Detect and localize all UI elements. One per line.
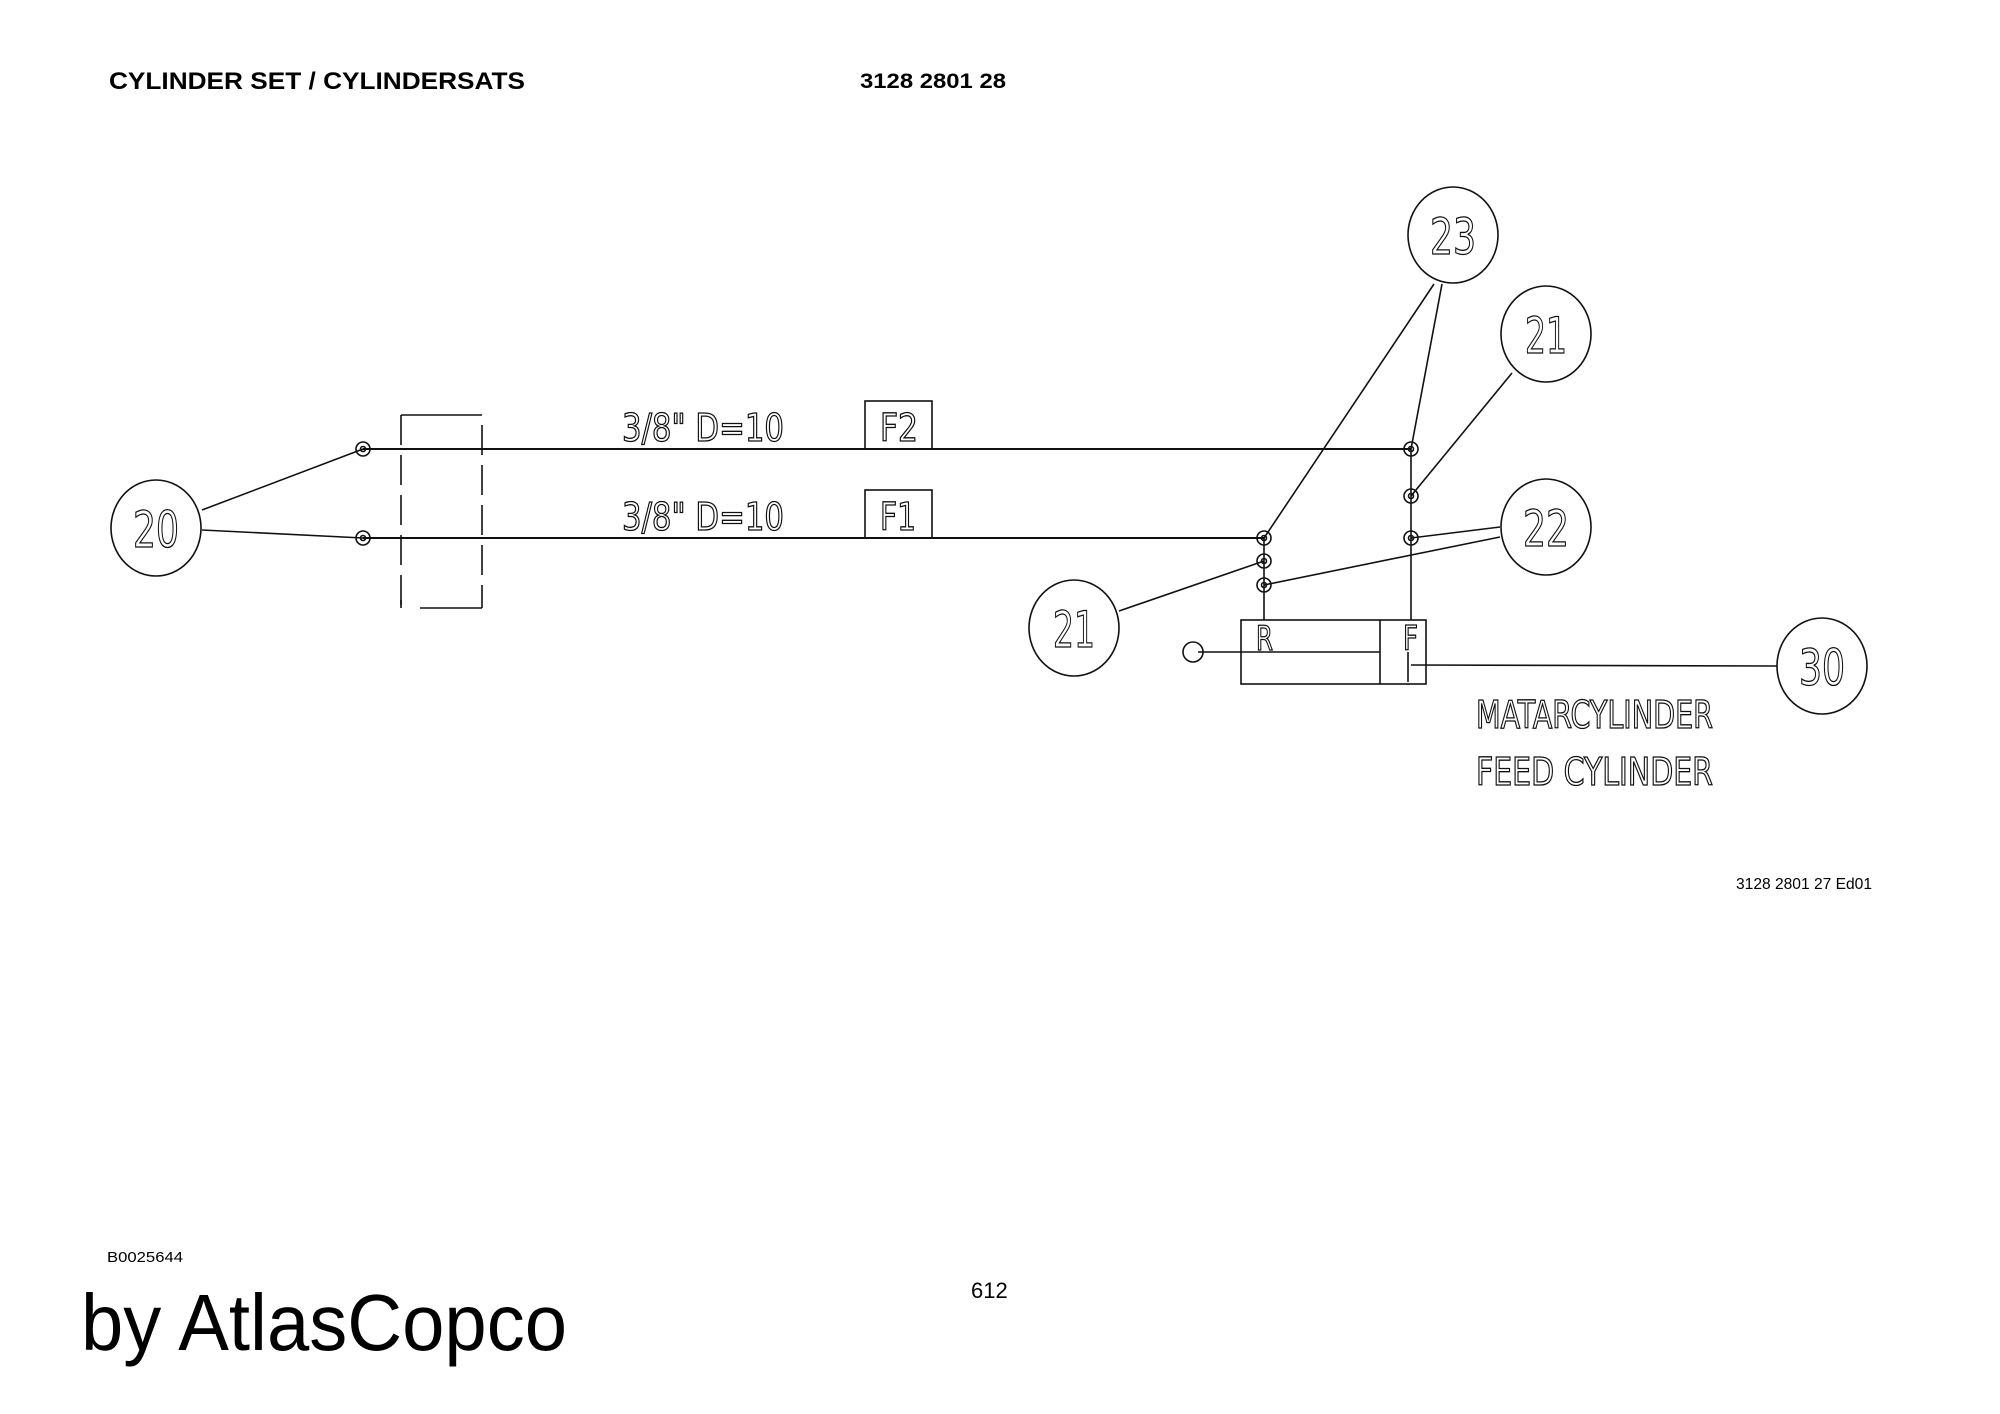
page-number: 612 [971,1278,1008,1303]
port-label-f1: F1 [880,495,916,539]
callout-21-left: 21 [1028,579,1120,677]
callout-number: 30 [1799,639,1845,697]
brand-text: by AtlasCopco [81,1278,567,1367]
part-number: 3128 2801 28 [860,70,1006,93]
document-id: B0025644 [107,1249,183,1266]
callout-number: 20 [133,501,179,559]
fittings [355,441,1419,593]
callout-number: 23 [1430,208,1476,266]
port-tag-f1: F1 [864,489,933,540]
port-label-r: R [1256,619,1273,659]
cylinder-name-en: FEED CYLINDER [1476,750,1713,794]
page-title: CYLINDER SET / CYLINDERSATS [109,68,525,95]
bulkhead-outline [400,414,483,609]
drawing-reference: 3128 2801 27 Ed01 [1736,876,1872,893]
callout-number: 21 [1053,601,1095,659]
fitting-icon [1256,530,1272,546]
fitting-icon [1256,577,1272,593]
hose-label-f1: 3/8" D=10 [622,495,784,539]
fitting-icon [1403,441,1419,457]
fitting-icon [355,530,371,546]
port-tag-f2: F2 [864,400,933,451]
feed-cylinder: R F [1182,618,1427,685]
port-label-f: F [1403,619,1418,659]
callout-20: 20 [110,479,202,577]
hose-label-f2: 3/8" D=10 [622,406,784,450]
cylinder-name-sv: MATARCYLINDER [1476,693,1713,737]
callout-22: 22 [1500,478,1592,576]
callout-21-top: 21 [1500,285,1592,383]
callout-number: 22 [1523,500,1569,558]
fitting-icon [355,441,371,457]
callout-23: 23 [1407,186,1499,284]
port-label-f2: F2 [880,406,918,450]
fitting-icon [1403,530,1419,546]
rod-end-icon [1182,641,1204,663]
fitting-icon [1403,488,1419,504]
callout-number: 21 [1525,307,1567,365]
callout-30: 30 [1776,617,1868,715]
leader-lines [201,283,1778,667]
fitting-icon [1256,553,1272,569]
